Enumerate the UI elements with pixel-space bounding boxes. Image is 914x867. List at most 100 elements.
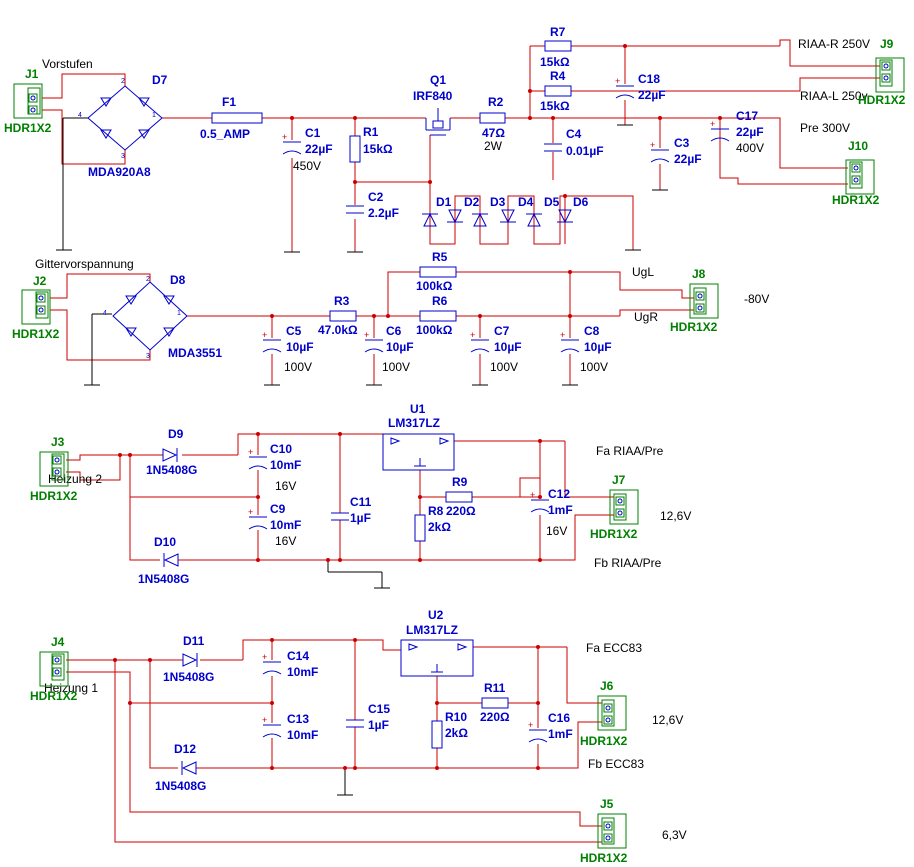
connector-j9 <box>875 57 905 93</box>
value-c14: 10mF <box>287 665 318 679</box>
value-c17: 22µF <box>736 125 764 139</box>
ref-d9: D9 <box>168 427 184 441</box>
capacitor-c8: + <box>560 330 580 353</box>
label-vorstufen: Vorstufen <box>42 57 93 71</box>
capacitor-c15 <box>346 719 364 728</box>
ref-j3: J3 <box>51 435 65 449</box>
connector-j3 <box>39 451 69 487</box>
type-j6: HDR1X2 <box>580 734 628 748</box>
ref-d12: D12 <box>174 742 196 756</box>
resistor-r7 <box>544 40 572 52</box>
ref-r9: R9 <box>452 475 468 489</box>
ref-j4: J4 <box>51 635 65 649</box>
wires-section-4 <box>66 639 602 843</box>
value-c5: 10µF <box>286 340 314 354</box>
ref-j1: J1 <box>25 67 39 81</box>
svg-text:2: 2 <box>121 78 125 85</box>
ref-c16: C16 <box>548 711 570 725</box>
capacitor-c6: + <box>364 330 384 353</box>
value-r6: 100kΩ <box>416 323 453 337</box>
ref-c5: C5 <box>286 324 302 338</box>
voltage-c9: 16V <box>275 534 296 548</box>
ref-r5: R5 <box>432 250 448 264</box>
voltage-c7: 100V <box>490 360 518 374</box>
ref-q1: Q1 <box>430 73 446 87</box>
value-c9: 10mF <box>270 518 301 532</box>
ref-c2: C2 <box>368 190 384 204</box>
svg-text:+: + <box>248 507 253 517</box>
capacitor-c11 <box>331 512 349 521</box>
ref-r8: R8 <box>428 504 444 518</box>
connector-j4 <box>39 651 69 687</box>
capacitor-c4 <box>544 143 562 152</box>
value-d11: 1N5408G <box>163 670 214 684</box>
net-label-ugl: UgL <box>632 265 654 279</box>
value-d12: 1N5408G <box>155 779 206 793</box>
ref-j5: J5 <box>600 797 614 811</box>
bridge-rectifier-d7: 2 4 1 3 <box>78 78 163 160</box>
svg-text:+: + <box>262 330 267 340</box>
value-c10: 10mF <box>270 458 301 472</box>
net-label-fb-riaa: Fb RIAA/Pre <box>594 556 662 570</box>
net-label-riaa-l: RIAA-L 250v <box>800 89 868 103</box>
wires-section-1 <box>42 39 880 253</box>
ref-c10: C10 <box>270 442 292 456</box>
connector-j1 <box>13 83 43 119</box>
value-c16: 1mF <box>548 727 573 741</box>
capacitor-c10: + <box>248 447 268 470</box>
capacitor-c7: + <box>470 330 490 353</box>
voltage-c8: 100V <box>580 360 608 374</box>
svg-text:+: + <box>528 720 533 730</box>
junction-dots-3 <box>118 432 542 562</box>
regulator-u2 <box>400 639 474 677</box>
ref-r7: R7 <box>550 25 566 39</box>
net-label-fa-ecc: Fa ECC83 <box>586 641 642 655</box>
value-d7: MDA920A8 <box>88 165 151 179</box>
svg-text:2: 2 <box>146 276 150 283</box>
voltage-c12: 16V <box>546 524 567 538</box>
svg-text:+: + <box>262 652 267 662</box>
resistor-r3 <box>329 310 357 322</box>
net-label-heizung2: Heizung 2 <box>48 472 102 486</box>
value-c18: 22µF <box>638 88 666 102</box>
ref-j8: J8 <box>692 267 706 281</box>
ref-d3: D3 <box>490 195 506 209</box>
ref-j9: J9 <box>880 37 894 51</box>
net-label-riaa-r: RIAA-R 250V <box>798 37 870 51</box>
type-j8: HDR1X2 <box>670 320 718 334</box>
value-d10: 1N5408G <box>138 572 189 586</box>
value-c2: 2.2µF <box>368 206 399 220</box>
connector-j7 <box>609 489 639 525</box>
ref-c18: C18 <box>638 72 660 86</box>
connector-j10 <box>845 159 875 195</box>
junction-dots-1 <box>290 44 722 198</box>
voltage-c10: 16V <box>275 479 296 493</box>
resistor-r6 <box>419 310 457 322</box>
svg-text:+: + <box>282 132 287 142</box>
ref-c12: C12 <box>548 487 570 501</box>
ref-r6: R6 <box>432 294 448 308</box>
wires-section-3 <box>66 433 614 589</box>
value-r9: 220Ω <box>446 504 476 518</box>
net-label-ugr: UgR <box>634 310 658 324</box>
value-r5: 100kΩ <box>416 279 453 293</box>
resistor-r10 <box>431 720 443 749</box>
net-label-fa-riaa: Fa RIAA/Pre <box>596 444 664 458</box>
svg-text:1: 1 <box>152 112 156 119</box>
wires-section-2 <box>50 271 694 386</box>
svg-text:+: + <box>530 490 535 500</box>
value-c8: 10µF <box>584 340 612 354</box>
value-r2: 47Ω <box>482 126 505 140</box>
type-j1: HDR1X2 <box>4 121 52 135</box>
ref-c1: C1 <box>305 126 321 140</box>
resistor-r2 <box>479 112 506 124</box>
resistor-r8 <box>414 514 426 542</box>
type-j10: HDR1X2 <box>832 193 880 207</box>
capacitor-c12: + <box>530 490 550 513</box>
resistor-r1 <box>349 135 361 163</box>
value-c4: 0.01µF <box>566 144 604 158</box>
diode-d9 <box>162 448 178 462</box>
ref-f1: F1 <box>222 95 236 109</box>
